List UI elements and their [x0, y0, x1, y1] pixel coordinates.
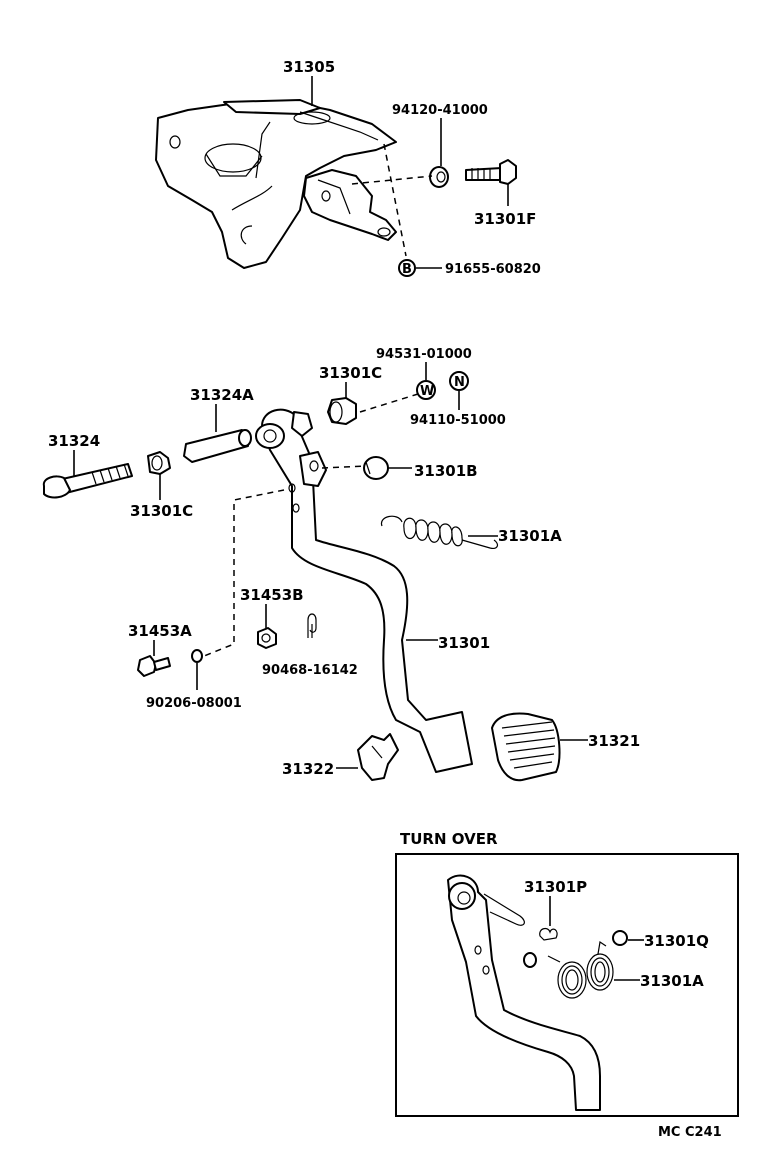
dashed-guide-top-bushing [359, 393, 419, 413]
screw-31453A [137, 655, 171, 677]
part-label-31301C-bottom: 31301C [130, 502, 193, 520]
part-label-31453B: 31453B [240, 586, 304, 604]
part-label-31324: 31324 [48, 432, 100, 450]
dashed-guide-bolt [351, 175, 433, 185]
symbol-w-text: W [420, 384, 434, 399]
part-label-31301F: 31301F [474, 210, 536, 228]
pedal-pad-31321 [491, 712, 561, 782]
clip-31301P [539, 927, 558, 941]
inset-pedal-arm [447, 874, 601, 1111]
part-label-94531-01000: 94531-01000 [376, 347, 472, 362]
part-label-31301: 31301 [438, 634, 490, 652]
dashed-guide-switch [203, 489, 285, 657]
clip-90468-16142 [307, 613, 317, 638]
pedal-arm-31301 [255, 408, 473, 773]
bushing-31301C-bottom [147, 451, 171, 475]
symbol-w-circle: W [416, 380, 436, 400]
pad-bracket-31322 [357, 733, 399, 781]
part-label-31321: 31321 [588, 732, 640, 750]
symbol-b-text: B [402, 262, 412, 277]
part-label-31301A: 31301A [498, 527, 562, 545]
symbol-n-circle: N [449, 371, 469, 391]
part-label-31301Q: 31301Q [644, 932, 709, 950]
figure-code: MC C241 [658, 1125, 722, 1140]
part-label-31322: 31322 [282, 760, 334, 778]
part-label-90468-16142: 90468-16142 [262, 663, 358, 678]
pin-31324A [183, 429, 252, 463]
washer-90206-08001 [191, 649, 203, 663]
part-label-94110-51000: 94110-51000 [410, 413, 506, 428]
bolt-31301F [465, 159, 517, 185]
bushing-31301Q [612, 930, 628, 946]
part-label-31301B: 31301B [414, 462, 478, 480]
spring-31301A [380, 515, 499, 549]
dashed-guide-bracket [383, 143, 407, 257]
part-label-91655-60820: 91655-60820 [445, 262, 541, 277]
inset-nut [523, 952, 537, 968]
bushing-31301C-top [327, 397, 357, 425]
dashed-guide-31301B [321, 465, 367, 469]
symbol-b-circle: B [398, 259, 416, 277]
bracket-31305 [155, 99, 397, 269]
symbol-n-text: N [454, 375, 465, 390]
part-label-31324A: 31324A [190, 386, 254, 404]
part-label-31301A-inset: 31301A [640, 972, 704, 990]
nut-31453B [257, 627, 277, 649]
part-label-90206-08001: 90206-08001 [146, 696, 242, 711]
turn-over-title: TURN OVER [400, 830, 498, 848]
part-label-31301P: 31301P [524, 878, 587, 896]
part-label-31305: 31305 [283, 58, 335, 76]
nut-94120-41000 [429, 166, 449, 188]
part-label-31453A: 31453A [128, 622, 192, 640]
torsion-spring-31301A [547, 940, 614, 999]
part-label-94120-41000: 94120-41000 [392, 103, 488, 118]
turn-over-frame [395, 853, 739, 1117]
bolt-31324 [42, 463, 133, 499]
stopper-31301B [363, 456, 389, 480]
part-label-31301C-top: 31301C [319, 364, 382, 382]
